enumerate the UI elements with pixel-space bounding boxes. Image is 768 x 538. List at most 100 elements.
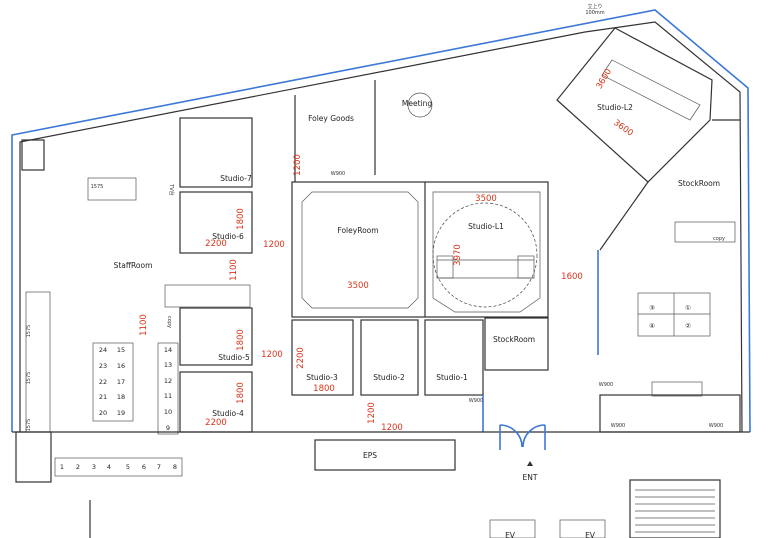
room-label: Meeting — [402, 99, 432, 108]
room-label: EV — [505, 531, 516, 538]
small-label: W900 — [599, 382, 614, 388]
eps-room — [314, 439, 456, 471]
studio-l2-desk — [601, 59, 701, 121]
dimension-label: 1200 — [367, 402, 377, 424]
studio-2-room — [360, 319, 419, 396]
labels: StaffRoomStudio-7Studio-6Studio-5Studio-… — [26, 3, 725, 538]
studio-1-room — [424, 319, 484, 396]
small-label: 立上り — [587, 3, 602, 10]
dimension-label: 2200 — [205, 239, 227, 249]
dimension-label: 1100 — [139, 314, 149, 336]
seat-number: 9 — [166, 424, 170, 432]
meeting-table — [407, 92, 433, 118]
small-label: W900 — [469, 398, 484, 404]
seat-number: 11 — [164, 392, 172, 400]
dimension-label: 1200 — [263, 240, 285, 250]
dimension-label: 1200 — [381, 423, 403, 433]
stockroom-small — [484, 317, 549, 371]
speaker-circle — [432, 202, 538, 308]
column — [15, 431, 52, 483]
seat-number: 18 — [117, 393, 125, 401]
room-label: Studio-2 — [373, 373, 405, 382]
seat-number: 5 — [126, 463, 130, 471]
small-label: 1575 — [91, 184, 104, 190]
dimension-label: 3500 — [475, 194, 497, 204]
studio-5-room — [179, 307, 253, 366]
dimension-label: 3600 — [611, 118, 634, 139]
seat-number: 19 — [117, 409, 125, 417]
room-label: Studio-7 — [220, 174, 252, 183]
seat-number: 7 — [157, 463, 161, 471]
seat-number: 2 — [76, 463, 80, 471]
room-label: Studio-L1 — [468, 222, 504, 231]
seat-number: 22 — [99, 378, 107, 386]
room-label: Studio-6 — [212, 232, 244, 241]
speaker-rack — [436, 255, 454, 279]
small-label: W900 — [611, 423, 626, 429]
dimension-label: 3500 — [347, 281, 369, 291]
foleyroom-inner — [301, 191, 419, 309]
small-label: TV台 — [168, 183, 175, 195]
seat-number: 24 — [99, 346, 107, 354]
seat-number: 14 — [164, 346, 172, 354]
exterior-glass-wall — [11, 9, 751, 433]
shelf — [651, 381, 703, 397]
stair-treads — [635, 489, 715, 533]
studio-3-room — [291, 319, 354, 396]
room-label: Foley Goods — [308, 114, 354, 123]
seat-number: 12 — [164, 377, 172, 385]
seat-number: 20 — [99, 409, 107, 417]
dimension-label: 1800 — [313, 384, 335, 394]
seat-number: 13 — [164, 361, 172, 369]
desk-number: ③ — [649, 304, 655, 312]
small-label: 1575 — [26, 325, 32, 338]
studio-l1-inner — [432, 191, 541, 313]
shelf — [164, 284, 251, 308]
small-label: copy — [166, 316, 172, 328]
seat-number: 4 — [107, 463, 111, 471]
small-label: W900 — [709, 423, 724, 429]
room-label: EV — [585, 531, 596, 538]
room-label: Studio-4 — [212, 409, 244, 418]
seat-number: 23 — [99, 362, 107, 370]
seat-number: 16 — [117, 362, 125, 370]
entrance-doors — [499, 424, 546, 450]
foley-l1-block — [291, 181, 549, 318]
room-label: EPS — [363, 451, 377, 460]
desk-number: ① — [685, 304, 691, 312]
room-label: FoleyRoom — [337, 226, 378, 235]
desk-number: ② — [685, 322, 691, 330]
entrance-arrow-icon — [527, 461, 533, 466]
seat-number: 8 — [173, 463, 177, 471]
dimension-label: 1800 — [236, 329, 246, 351]
room-label: StockRoom — [678, 179, 720, 188]
room-label: Studio-3 — [306, 373, 338, 382]
small-label: 1575 — [26, 372, 32, 385]
wall — [599, 181, 649, 251]
small-label: W900 — [331, 171, 346, 177]
desk-number: ④ — [649, 322, 655, 330]
desk-grid — [92, 342, 134, 422]
speaker-rack — [517, 255, 535, 279]
room-label: StaffRoom — [114, 261, 153, 270]
dimension-label: 3970 — [453, 244, 463, 266]
dimension-label: 1800 — [236, 208, 246, 230]
elevator — [559, 519, 606, 538]
room-label: Studio-1 — [436, 373, 468, 382]
dimension-label: 1200 — [293, 154, 303, 176]
dimension-label: 2200 — [205, 418, 227, 428]
dimension-label: 1100 — [229, 259, 239, 281]
dimension-label: 1800 — [236, 382, 246, 404]
dimension-label: 1200 — [261, 350, 283, 360]
dimension-label: 2200 — [296, 347, 306, 369]
seat-number: 17 — [117, 378, 125, 386]
counter — [25, 291, 51, 433]
stairs — [629, 479, 721, 538]
seat-number: 6 — [142, 463, 146, 471]
exterior-wall — [19, 21, 743, 433]
studio-7-room — [179, 117, 253, 188]
staff-table — [87, 177, 137, 201]
seat-number: 10 — [164, 408, 172, 416]
small-label: 1575 — [26, 419, 32, 432]
